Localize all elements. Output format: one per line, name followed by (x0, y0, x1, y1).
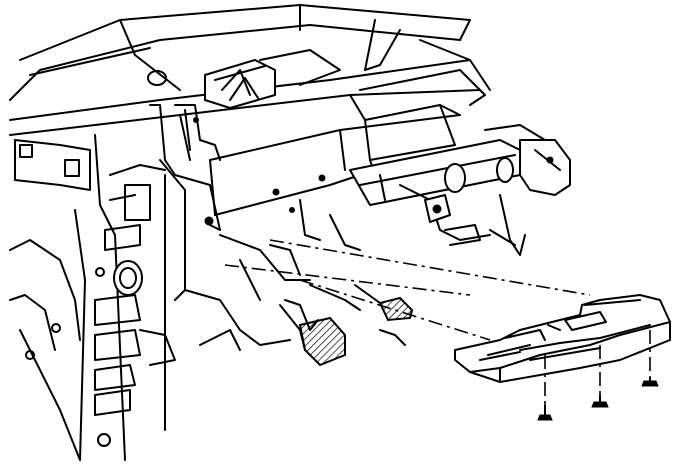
cowl-top-structure (9, 4, 491, 106)
steering-column (349, 124, 571, 256)
fastener-2 (591, 394, 609, 408)
lower-dash-panel (184, 214, 361, 351)
accelerator-pad (354, 284, 414, 346)
brake-pedal (279, 284, 361, 367)
assembly-guide-lines (224, 239, 651, 405)
knee-bolster-bracket (454, 294, 671, 383)
fastener-3 (641, 377, 659, 387)
left-support-bracket (149, 104, 221, 431)
left-side-panel (9, 134, 176, 461)
upper-center-bracket (204, 59, 276, 109)
fastener-1 (537, 404, 553, 421)
